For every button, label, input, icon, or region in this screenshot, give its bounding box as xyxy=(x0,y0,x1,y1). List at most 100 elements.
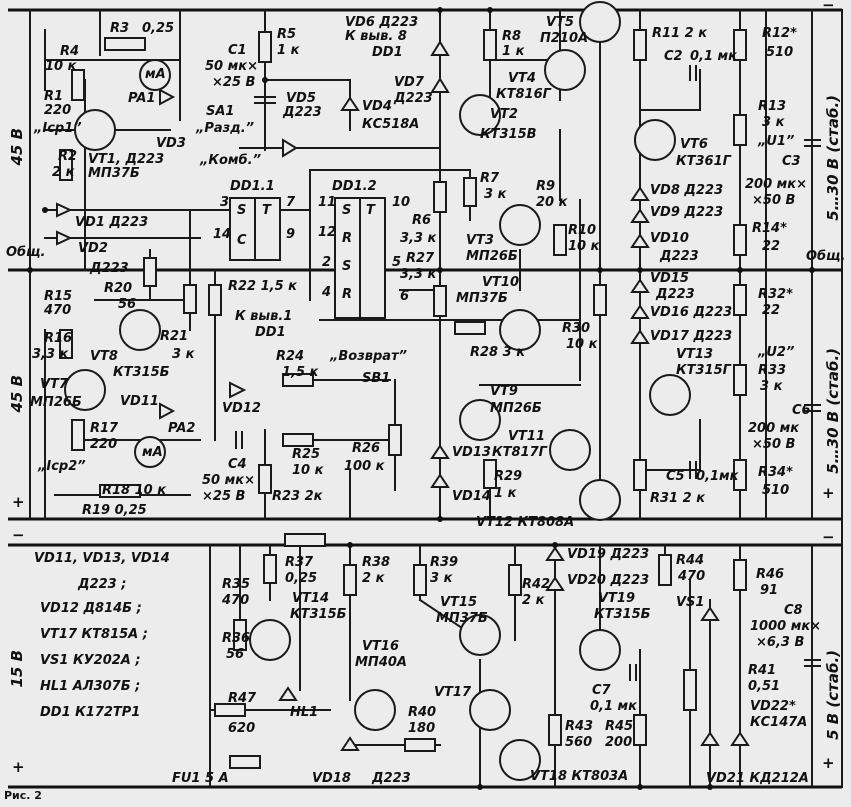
dd11-pin-c: C xyxy=(237,233,247,248)
label-vd19: VD19 Д223 xyxy=(567,547,650,562)
dd12-pin-6: 6 xyxy=(400,289,410,304)
value-r38: 2 к xyxy=(362,571,385,586)
label-r31: R31 2 к xyxy=(650,491,706,506)
value-r12: 510 xyxy=(766,45,794,60)
model-vd4: КС518А xyxy=(362,117,420,132)
label-u1: „U1” xyxy=(758,134,795,149)
dd11-pin-t: T xyxy=(262,203,271,218)
label-r5: R5 xyxy=(277,27,297,42)
note-line: VT17 КТ815А ; xyxy=(40,627,148,642)
label-vt16: VT16 xyxy=(362,639,400,654)
label-fu1: FU1 5 А xyxy=(172,771,229,786)
label-c8: C8 xyxy=(784,603,803,618)
label-r19: R19 0,25 xyxy=(82,503,147,518)
rail-plus-right: + xyxy=(822,484,835,502)
switch-razd[interactable]: „Разд.” xyxy=(196,121,255,136)
label-u2: „U2” xyxy=(758,345,795,360)
value-r37: 0,25 xyxy=(285,571,318,586)
value-r26: 100 к xyxy=(344,459,385,474)
value-c4-b: ×25 В xyxy=(202,489,246,504)
label-r44: R44 xyxy=(676,553,705,568)
label-vt2: VT2 xyxy=(490,107,518,122)
label-vt5: VT5 xyxy=(546,15,574,30)
dd12-pin-s2: S xyxy=(342,259,352,274)
label-c7: C7 xyxy=(592,683,611,698)
label-r22: R22 1,5 к xyxy=(228,279,298,294)
label-r6: R6 xyxy=(412,213,432,228)
label-r41: R41 xyxy=(748,663,777,678)
label-vs1: VS1 xyxy=(676,595,705,610)
label-vd17: VD17 Д223 xyxy=(650,329,733,344)
dd11-pin-7: 7 xyxy=(286,195,296,210)
value-r41: 0,51 xyxy=(748,679,781,694)
value-c5: 0,1мк xyxy=(696,469,739,484)
value-c1: 50 мк× xyxy=(205,59,258,74)
label-c5: C5 xyxy=(666,469,685,484)
value-r21: 3 к xyxy=(172,347,195,362)
note-line: HL1 АЛ307Б ; xyxy=(40,679,141,694)
model-vd22: КС147А xyxy=(750,715,808,730)
dd12-pin-2: 2 xyxy=(322,255,332,270)
label-r32: R32* xyxy=(758,287,793,302)
button-vozvrat[interactable]: „Возврат” xyxy=(330,349,407,364)
rail-common-left: Общ. xyxy=(6,245,46,260)
label-r18: R18 10 к xyxy=(102,483,167,498)
model-vt4: КТ816Г xyxy=(496,87,551,102)
rail-voltage-45-bottom: 45 В xyxy=(8,375,26,413)
model-vt2: КТ315В xyxy=(480,127,537,142)
dd11-pin-14: 14 xyxy=(213,227,232,242)
label-sb1[interactable]: SB1 xyxy=(362,371,391,386)
label-r35: R35 xyxy=(222,577,251,592)
label-vd2: VD2 xyxy=(78,241,108,256)
model-vt1: МП37Б xyxy=(88,166,140,181)
value-r6: 3,3 к xyxy=(400,231,437,246)
label-r47: R47 xyxy=(228,691,257,706)
label-vt12: VT12 КТ808А xyxy=(476,515,575,530)
label-r37: R37 xyxy=(285,555,314,570)
value-c7: 0,1 мк xyxy=(590,699,638,714)
value-r8: 1 к xyxy=(502,44,525,59)
label-vd5: VD5 xyxy=(286,91,316,106)
dd12-pin-r2: R xyxy=(342,287,353,302)
value-r7: 3 к xyxy=(484,187,507,202)
model-vt6: КТ361Г xyxy=(676,154,731,169)
label-vd18: VD18 xyxy=(312,771,351,786)
note-line: VS1 КУ202А ; xyxy=(40,653,141,668)
label-r17: R17 xyxy=(90,421,119,436)
value-r42: 2 к xyxy=(522,593,545,608)
value-r1: 220 xyxy=(44,103,72,118)
label-sa1[interactable]: SA1 xyxy=(206,104,235,119)
model-vt19: КТ315Б xyxy=(594,607,651,622)
label-r10: R10 xyxy=(568,223,597,238)
value-c1-b: ×25 В xyxy=(212,75,256,90)
output-stab-u2: 5…30 В (стаб.) xyxy=(824,348,842,474)
label-r21: R21 xyxy=(160,329,189,344)
label-r27: R27 xyxy=(406,251,435,266)
label-c4: C4 xyxy=(228,457,247,472)
model-vt16: МП40А xyxy=(355,655,407,670)
rail-common-right: Общ. xyxy=(806,249,846,264)
output-stab-5v: 5 В (стаб.) xyxy=(824,650,842,740)
note-line: Д223 ; xyxy=(78,577,127,592)
value-r9: 20 к xyxy=(536,195,568,210)
value-r39: 3 к xyxy=(430,571,453,586)
label-r20: R20 xyxy=(104,281,133,296)
label-vd16: VD16 Д223 xyxy=(650,305,733,320)
label-r2: R2 xyxy=(58,149,78,164)
rail-minus-left: − xyxy=(12,526,25,544)
value-r10: 10 к xyxy=(568,239,600,254)
label-vd7: VD7 xyxy=(394,75,424,90)
model-vt9: МП26Б xyxy=(490,401,542,416)
value-r47: 620 xyxy=(228,721,256,736)
model-vt7: МП26Б xyxy=(30,395,82,410)
model-vt8: КТ315Б xyxy=(113,365,170,380)
switch-komb[interactable]: „Комб.” xyxy=(200,153,261,168)
note-line: VD11, VD13, VD14 xyxy=(34,551,170,566)
dd12-pin-12: 12 xyxy=(318,225,337,240)
label-r25: R25 xyxy=(292,447,321,462)
label-r7: R7 xyxy=(480,171,500,186)
label-vt14: VT14 xyxy=(292,591,330,606)
label-r8: R8 xyxy=(502,29,522,44)
dd12-pin-11: 11 xyxy=(318,195,337,210)
